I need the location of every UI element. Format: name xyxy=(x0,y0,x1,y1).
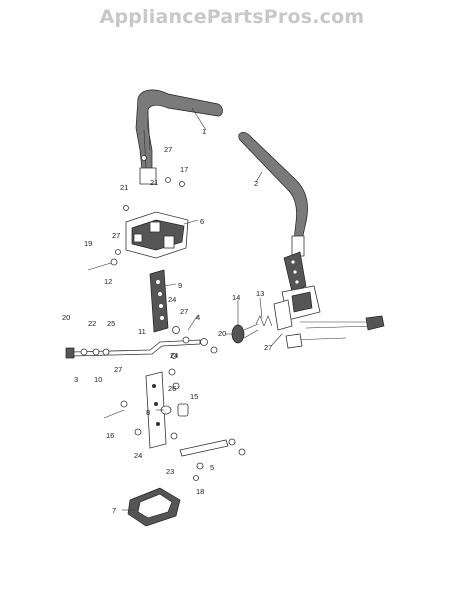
callout-27: 27 xyxy=(264,343,272,352)
callout-12: 12 xyxy=(104,277,112,286)
callout-4: 4 xyxy=(196,313,200,322)
callout-18: 18 xyxy=(196,487,204,496)
callout-8: 8 xyxy=(146,408,150,417)
callout-5: 5 xyxy=(210,463,214,472)
handle-right[interactable] xyxy=(238,132,308,257)
lever-assembly-right[interactable] xyxy=(273,251,385,349)
watermark-text: AppliancePartsPros.com xyxy=(99,6,365,28)
bushing[interactable] xyxy=(177,403,189,417)
callout-24: 24 xyxy=(170,351,178,360)
spring[interactable] xyxy=(255,315,273,327)
lower-shaft[interactable] xyxy=(179,438,246,481)
callout-17: 17 xyxy=(180,165,188,174)
callout-26: 26 xyxy=(168,384,176,393)
callout-20: 20 xyxy=(62,313,70,322)
callout-21: 21 xyxy=(150,178,158,187)
leader-lines xyxy=(122,107,283,511)
upper-bracket[interactable] xyxy=(125,211,189,259)
callout-7: 7 xyxy=(112,506,116,515)
callout-3: 3 xyxy=(74,375,78,384)
callout-10: 10 xyxy=(94,375,102,384)
callout-11: 11 xyxy=(138,327,146,336)
rod[interactable] xyxy=(71,339,201,357)
callout-20: 20 xyxy=(218,329,226,338)
callout-13: 13 xyxy=(256,289,264,298)
foot-pad[interactable] xyxy=(127,487,181,527)
handle-left[interactable] xyxy=(135,89,223,185)
callout-25: 25 xyxy=(107,319,115,328)
knob[interactable] xyxy=(231,323,259,344)
callout-15: 15 xyxy=(190,392,198,401)
hardware-rod[interactable] xyxy=(65,326,218,359)
callout-27: 27 xyxy=(114,365,122,374)
callout-16: 16 xyxy=(106,431,114,440)
callout-27: 27 xyxy=(180,307,188,316)
callout-27: 27 xyxy=(112,231,120,240)
callout-23: 23 xyxy=(166,467,174,476)
callout-14: 14 xyxy=(232,293,240,302)
callout-6: 6 xyxy=(200,217,204,226)
callout-2: 2 xyxy=(254,179,258,188)
callout-19: 19 xyxy=(84,239,92,248)
callout-1: 1 xyxy=(202,127,206,136)
callout-24: 24 xyxy=(134,451,142,460)
callout-24: 24 xyxy=(168,295,176,304)
callout-9: 9 xyxy=(178,281,182,290)
callout-22: 22 xyxy=(88,319,96,328)
bolts[interactable] xyxy=(87,155,185,440)
lever-plate[interactable] xyxy=(149,269,169,333)
callout-labels: 1 2 27 17 21 21 6 27 19 12 9 24 14 13 27… xyxy=(62,127,272,515)
callout-21: 21 xyxy=(120,183,128,192)
callout-27: 27 xyxy=(164,145,172,154)
